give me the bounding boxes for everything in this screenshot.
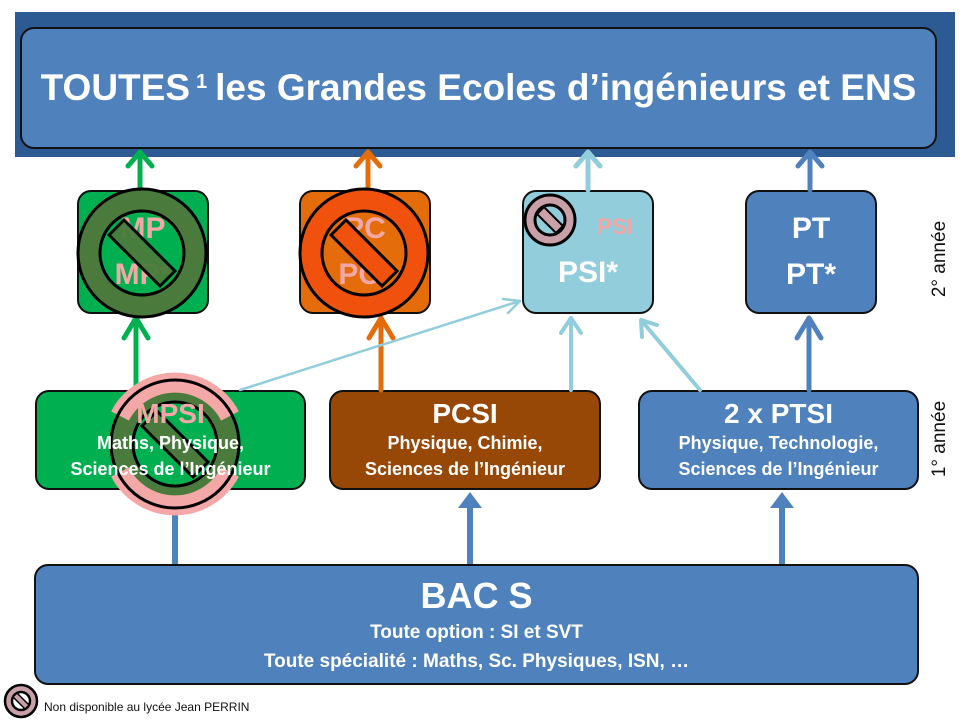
pt-label: PT (791, 212, 831, 245)
mpsi-box: MPSI Maths, Physique, Sciences de l’Ingé… (35, 390, 306, 490)
mpsi-subjects: Maths, Physique, (96, 433, 245, 453)
prohibited-icon-pc (298, 187, 430, 319)
pcsi-box: PCSI Physique, Chimie, Sciences de l’Ing… (329, 390, 601, 490)
arrow-pcsi-to-pc (366, 315, 396, 393)
pcsi-subjects: Sciences de l’Ingénieur (364, 459, 566, 479)
ptsi-box: 2 x PTSI Physique, Technologie, Sciences… (638, 390, 919, 490)
ptsi-subjects: Sciences de l’Ingénieur (678, 459, 879, 479)
arrow-mp-to-ecoles (125, 149, 155, 193)
prohibited-icon-mp (76, 187, 208, 319)
bac-title: BAC S (420, 574, 533, 616)
title-part: les Grandes Ecoles d’ingénieurs et ENS (215, 67, 917, 108)
pcsi-title: PCSI (432, 398, 498, 429)
prohibited-icon-psi (523, 193, 577, 247)
mpsi-title: MPSI (136, 398, 205, 429)
arrow-pt-to-ecoles (795, 149, 825, 193)
pcsi-subjects: Physique, Chimie, (387, 433, 543, 453)
arrow-mpsi-to-mp (121, 315, 151, 393)
footnote-marker: 1 (196, 70, 208, 93)
pt-box: PT PT* (745, 190, 877, 314)
psi-star-label: PSI* (557, 256, 619, 289)
bac-specialites: Toute spécialité : Maths, Sc. Physiques,… (263, 650, 690, 672)
arrow-mpsi-to-psi (238, 297, 522, 392)
arrow-bac-to-pcsi (458, 492, 482, 564)
arrow-pc-to-ecoles (353, 149, 383, 193)
arrow-pcsi-to-psi (559, 316, 583, 392)
title-part: TOUTES (40, 67, 191, 108)
arrow-psi-to-ecoles (573, 149, 603, 193)
arrow-ptsi-to-pt (794, 315, 824, 393)
bac-box: BAC S Toute option : SI et SVT Toute spé… (34, 564, 919, 685)
legend-text: Non disponible au lycée Jean PERRIN (44, 700, 250, 714)
ptsi-subjects: Physique, Technologie, (678, 433, 879, 453)
mpsi-subjects: Sciences de l’Ingénieur (70, 459, 271, 479)
psi-label: PSI (597, 214, 633, 239)
pt-star-label: PT* (785, 258, 836, 291)
prohibited-icon-mpsi (109, 372, 241, 516)
ptsi-title: 2 x PTSI (724, 398, 833, 429)
arrow-ptsi-to-psi (639, 318, 702, 392)
prohibited-icon-legend (3, 683, 39, 719)
arrow-bac-to-ptsi (770, 492, 794, 564)
bac-options: Toute option : SI et SVT (370, 621, 583, 643)
